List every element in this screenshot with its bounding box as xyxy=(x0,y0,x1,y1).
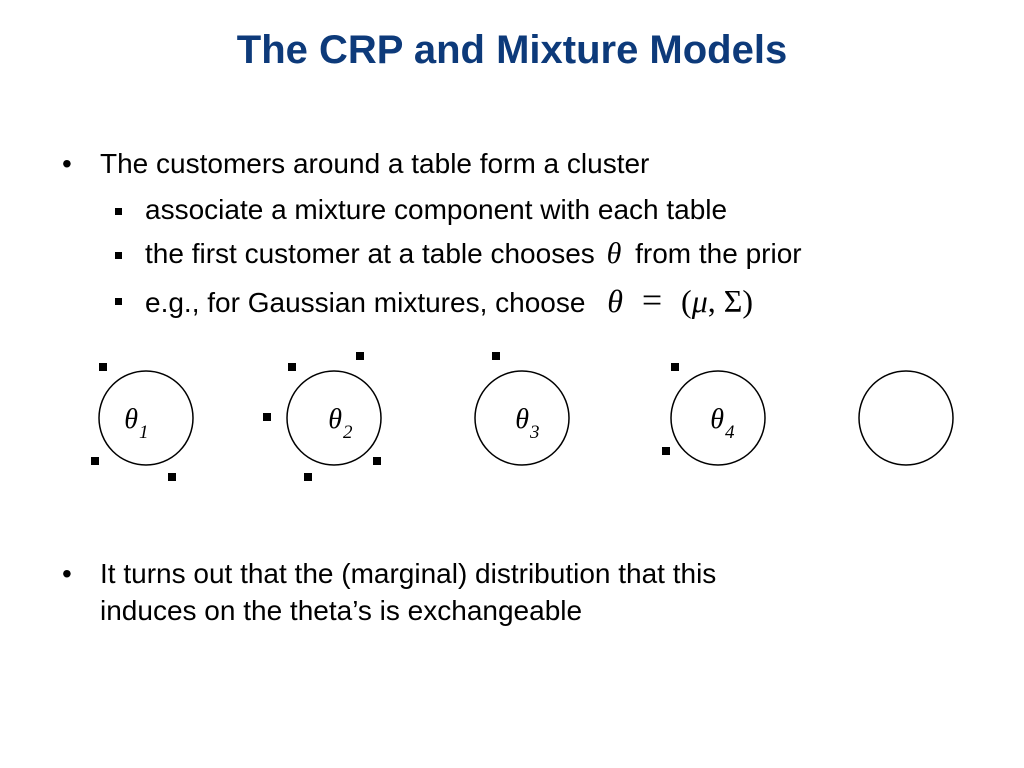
bullet-marker: • xyxy=(62,148,72,179)
table-3-label: θ xyxy=(515,404,529,435)
sub-bullet-3: e.g., for Gaussian mixtures, choose θ = … xyxy=(115,280,754,321)
customer xyxy=(373,457,381,465)
table-2-index: 2 xyxy=(343,422,353,443)
table-1-circle xyxy=(98,370,194,466)
sub-bullet-2-text: the first customer at a table chooses xyxy=(145,238,595,269)
formula-equals: = xyxy=(641,280,663,320)
theta-symbol: θ xyxy=(606,237,622,270)
customer xyxy=(263,413,271,421)
sub-bullet-3-text: e.g., for Gaussian mixtures, choose xyxy=(145,287,586,318)
table-4-index: 4 xyxy=(725,422,735,443)
slide-title: The CRP and Mixture Models xyxy=(236,28,788,72)
crp-tables-diagram: θ 1 θ 2 θ 3 θ 4 xyxy=(91,352,954,481)
bullet-1-text: The customers around a table form a clus… xyxy=(100,148,650,179)
customer xyxy=(168,473,176,481)
table-3-index: 3 xyxy=(529,422,540,443)
bullet-2-line-2: induces on the theta’s is exchangeable xyxy=(100,595,583,626)
customer xyxy=(662,447,670,455)
customer xyxy=(91,457,99,465)
table-4-label: θ xyxy=(710,404,724,435)
sub-bullet-2-text-end: from the prior xyxy=(635,238,802,269)
customer xyxy=(671,363,679,371)
table-1-index: 1 xyxy=(139,422,149,443)
gaussian-params-formula: θ = (μ,Σ) xyxy=(607,280,754,320)
customer xyxy=(288,363,296,371)
square-bullet-marker xyxy=(115,208,122,215)
table-2-label: θ xyxy=(328,404,342,435)
square-bullet-marker xyxy=(115,298,122,305)
bullet-marker: • xyxy=(62,558,72,589)
table-3-circle xyxy=(474,370,570,466)
customer xyxy=(356,352,364,360)
customer xyxy=(304,473,312,481)
formula-mu: μ xyxy=(691,283,708,319)
customer xyxy=(492,352,500,360)
bullet-2-line-1: It turns out that the (marginal) distrib… xyxy=(100,558,717,589)
table-2-circle xyxy=(286,370,382,466)
formula-theta: θ xyxy=(607,283,623,319)
formula-rparen: ) xyxy=(742,283,754,319)
table-5-circle xyxy=(858,370,954,466)
sub-bullet-1-text: associate a mixture component with each … xyxy=(145,194,728,225)
formula-sigma: Σ xyxy=(723,283,743,319)
sub-bullet-1: associate a mixture component with each … xyxy=(115,192,728,228)
table-4-circle xyxy=(670,370,766,466)
table-1-label: θ xyxy=(124,404,138,435)
customer xyxy=(99,363,107,371)
square-bullet-marker xyxy=(115,252,122,259)
sub-bullet-2: the first customer at a table chooses θ … xyxy=(115,236,802,272)
formula-lparen: ( xyxy=(681,283,692,319)
formula-comma: , xyxy=(707,283,716,319)
